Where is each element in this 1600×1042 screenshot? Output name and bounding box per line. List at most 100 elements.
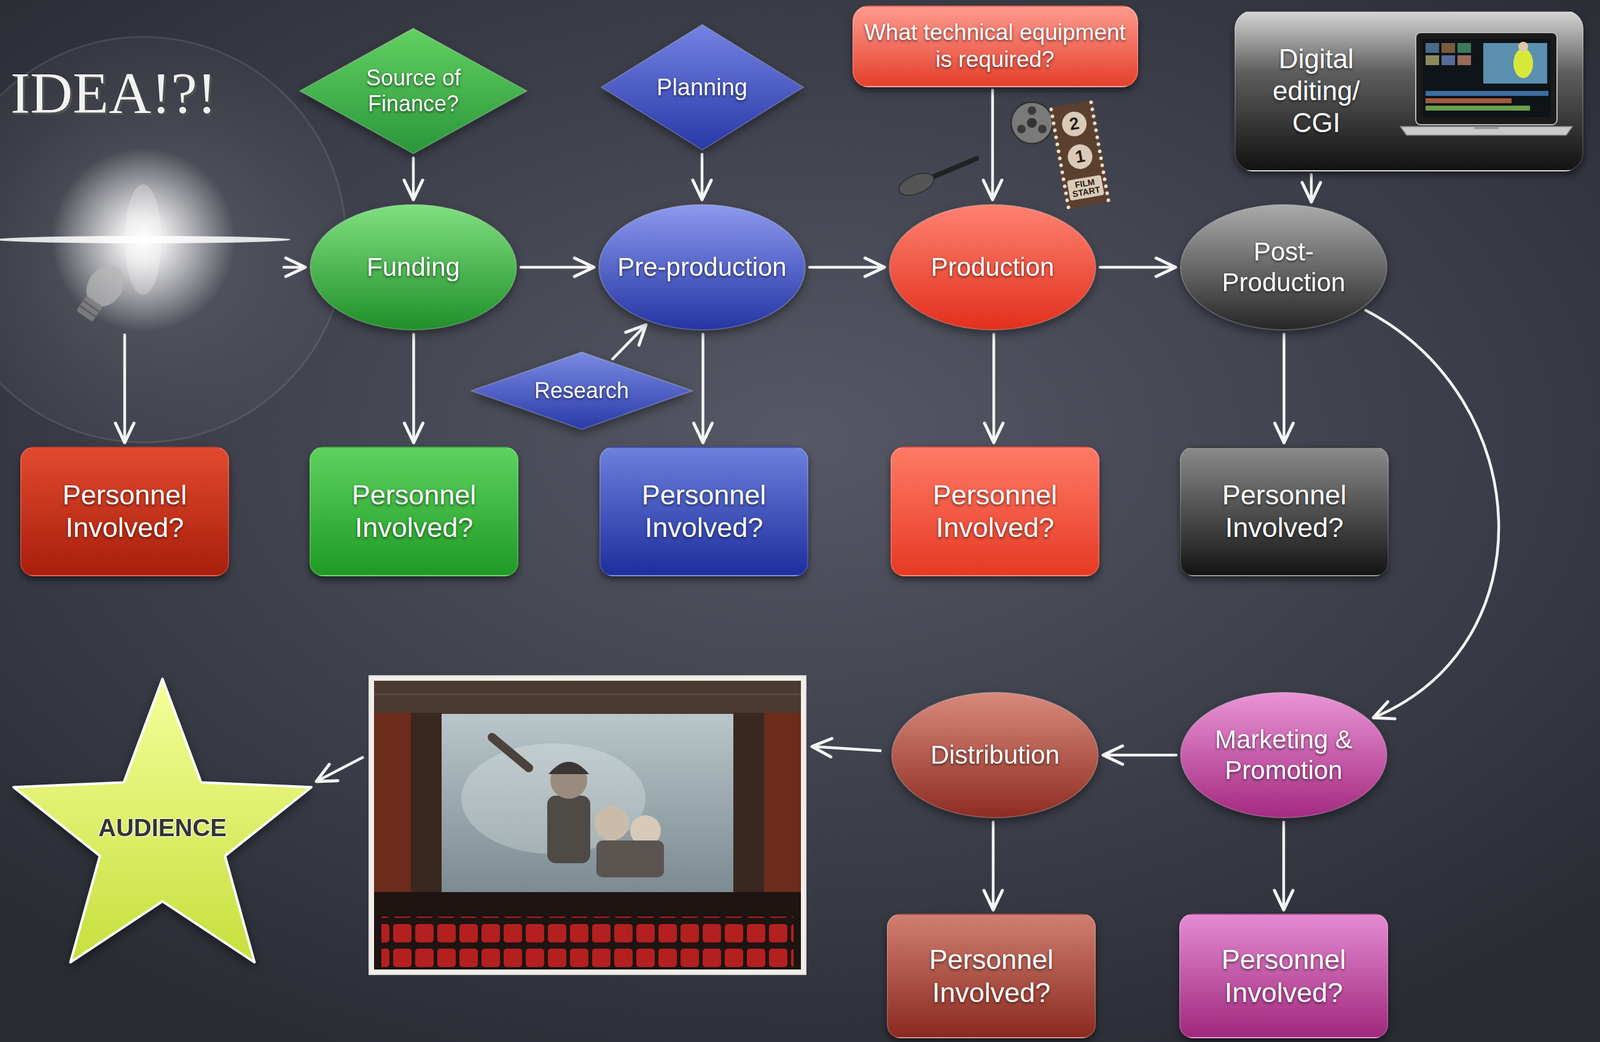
ellipse-shape <box>891 692 1099 818</box>
path-part <box>548 761 590 774</box>
cinema-photo <box>369 675 806 975</box>
rect-part <box>1425 42 1440 53</box>
decision-diamond: Source of Finance? <box>298 27 529 155</box>
diamond-shape <box>471 351 693 430</box>
personnel-box: Personnel Involved? <box>1179 913 1389 1039</box>
stage-ellipse: Pre-production <box>597 203 807 332</box>
ellipse-part <box>896 168 938 200</box>
rect-part <box>1441 55 1456 66</box>
node-label: Personnel Involved? <box>624 478 784 544</box>
rect-part <box>410 712 442 916</box>
flow-arrow <box>1310 174 1314 203</box>
line-part <box>374 693 801 696</box>
node-label: Funding <box>366 251 461 283</box>
node-label: Personnel Involved? <box>911 942 1072 1008</box>
ellipse-shape <box>1180 692 1387 818</box>
diamond-shape <box>299 28 527 154</box>
flow-arrow <box>1100 265 1176 270</box>
idea-flare <box>0 36 346 443</box>
flow-arrow <box>701 334 705 443</box>
ellipse-part <box>124 184 162 295</box>
path-part <box>1400 126 1573 136</box>
personnel-box: Personnel Involved? <box>886 913 1096 1039</box>
circle-part <box>1017 124 1026 134</box>
flow-arrow <box>283 265 306 270</box>
node-label: Research <box>534 377 629 404</box>
audience-star: AUDIENCE <box>13 678 312 962</box>
node-label: Pre-production <box>617 251 787 283</box>
rect-part <box>374 712 411 916</box>
flow-arrow <box>612 324 647 360</box>
rect-part <box>374 680 801 715</box>
personnel-box: Personnel Involved? <box>20 446 230 577</box>
node-label: Planning <box>656 73 748 102</box>
flow-arrow <box>809 265 885 270</box>
circle-part <box>1026 117 1037 128</box>
laptop-illustration <box>1397 29 1576 147</box>
rect-part <box>76 295 103 322</box>
flow-arrow <box>991 821 996 910</box>
rect-part <box>369 675 806 975</box>
stage-ellipse-outline <box>1179 203 1389 332</box>
flow-arrow <box>123 334 127 443</box>
rect-part <box>1425 105 1530 111</box>
circle-part <box>0 36 346 443</box>
flow-arrow <box>992 334 996 443</box>
rect-part <box>1483 42 1548 84</box>
rect-part <box>1425 98 1512 104</box>
stage-ellipse-outline <box>1179 690 1389 819</box>
node-label: Personnel Involved? <box>334 478 494 544</box>
path-part <box>491 737 529 768</box>
flow-arrow <box>1103 753 1177 757</box>
personnel-box: Personnel Involved? <box>309 446 519 577</box>
ellipse-shape <box>598 204 806 330</box>
rect-part <box>1457 42 1472 53</box>
circle-part <box>1518 41 1529 52</box>
flow-arrow <box>520 265 594 270</box>
personnel-box: Personnel Involved? <box>599 446 809 577</box>
flow-arrow <box>1282 821 1286 910</box>
rect-part <box>374 891 801 970</box>
personnel-box: Personnel Involved? <box>1179 446 1389 577</box>
personnel-box: Personnel Involved? <box>890 446 1100 577</box>
node-label: What technical equipment is required? <box>859 19 1131 73</box>
flow-arrow <box>991 90 995 201</box>
star-shape <box>13 678 312 962</box>
rect-part <box>441 713 734 892</box>
film-strip: 21FILM START <box>1049 100 1111 210</box>
flow-arrow <box>1282 334 1286 443</box>
line-part <box>79 305 96 317</box>
stage-ellipse: Marketing & Promotion <box>1179 690 1389 819</box>
circle-part <box>1027 106 1037 115</box>
node-label: Digital editing/ CGI <box>1245 42 1387 139</box>
idea-node: IDEA!?! <box>10 58 281 332</box>
idea-title: IDEA!?! <box>10 58 217 128</box>
node-label: AUDIENCE <box>98 813 227 843</box>
flow-arrow <box>412 334 416 443</box>
rect-part <box>1457 55 1472 66</box>
node-label: Source of Finance? <box>351 65 475 118</box>
rect-part <box>1425 90 1549 96</box>
rect-part <box>1421 38 1551 118</box>
film-strip-label: 1 <box>1065 142 1094 171</box>
rect-part <box>1415 32 1558 125</box>
node-label: Personnel Involved? <box>915 478 1075 544</box>
ellipse-part <box>1513 48 1534 79</box>
stage-ellipse: Production <box>888 203 1097 332</box>
ellipse-shape <box>1180 204 1387 330</box>
circle-part <box>1010 101 1053 144</box>
camera-equipment <box>896 101 1053 200</box>
node-label: Personnel Involved? <box>44 478 205 544</box>
node-label: Distribution <box>930 739 1060 771</box>
flow-arrow <box>412 157 416 200</box>
rect-part <box>374 680 801 970</box>
flow-arrow <box>811 746 882 751</box>
rect-part <box>381 916 794 967</box>
node-label: Marketing & Promotion <box>1200 724 1367 785</box>
flow-arrow <box>700 154 704 200</box>
ellipse-shape <box>310 204 517 330</box>
stage-ellipse: Post- Production <box>1179 203 1389 332</box>
stage-ellipse: Distribution <box>890 690 1100 819</box>
node-label: Post- Production <box>1203 236 1364 298</box>
